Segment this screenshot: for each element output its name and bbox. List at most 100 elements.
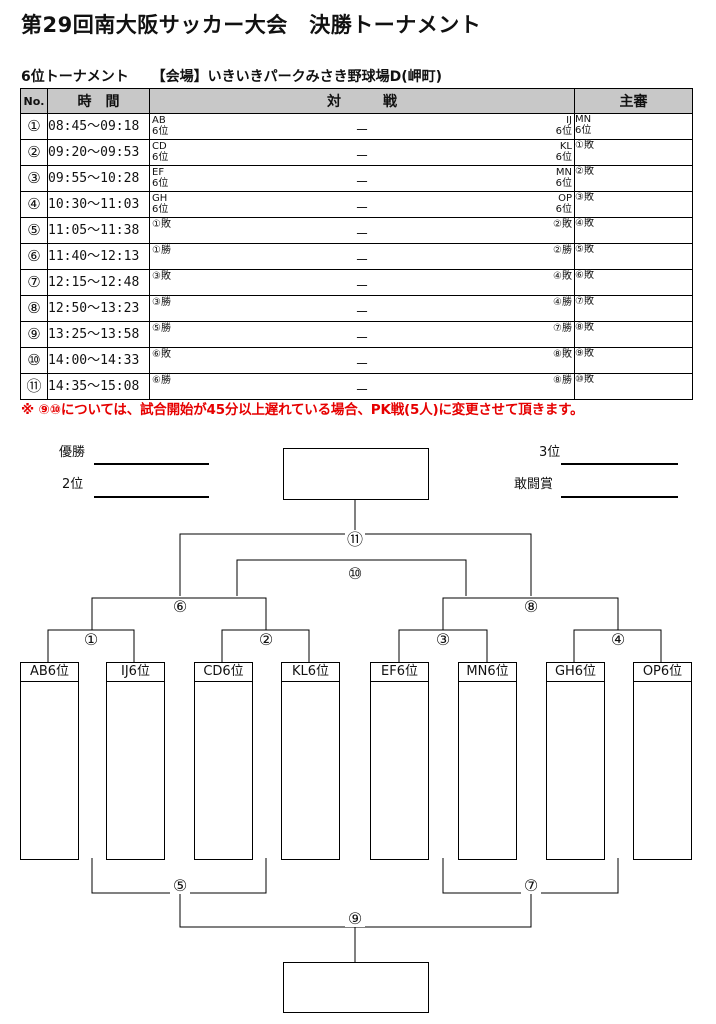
team-box-mn: MN6位 — [458, 662, 517, 860]
referee-team: ③敗 — [575, 192, 594, 203]
home-team-rank: 6位 — [152, 178, 169, 189]
match-7-label: ⑦ — [521, 878, 541, 894]
third-line — [561, 463, 678, 465]
home-team: ③勝 — [152, 297, 171, 308]
referee-team: ⑦敗 — [575, 296, 594, 307]
referee-cell: ⑨敗 — [574, 347, 693, 374]
versus-dash: － — [355, 149, 369, 165]
match-cell: ①勝－②勝 — [149, 243, 575, 270]
home-team: GH — [152, 193, 168, 204]
team-name: GH6位 — [547, 663, 604, 682]
team-box-ab: AB6位 — [20, 662, 79, 860]
versus-dash: － — [355, 253, 369, 269]
match-number: ② — [20, 139, 48, 166]
referee-team: ①敗 — [575, 140, 594, 151]
team-name: CD6位 — [195, 663, 252, 682]
away-team: OP — [558, 193, 572, 204]
referee-team: ②敗 — [575, 166, 594, 177]
team-box-cd: CD6位 — [194, 662, 253, 860]
schedule-header-row: No. 時 間 対 戦 主審 — [20, 88, 693, 114]
versus-dash: － — [355, 201, 369, 217]
fighting-spirit-label: 敢闘賞 — [514, 477, 554, 492]
third-label: 3位 — [539, 445, 561, 460]
team-name: KL6位 — [282, 663, 339, 682]
winner-line — [94, 463, 209, 465]
team-name: OP6位 — [634, 663, 691, 682]
match-time: 13:25～13:58 — [47, 321, 150, 348]
away-team-rank: 6位 — [555, 204, 572, 215]
header-time: 時 間 — [47, 88, 150, 114]
home-team: ③敗 — [152, 271, 171, 282]
away-team: ②勝 — [553, 245, 572, 256]
match-number: ⑪ — [20, 373, 48, 400]
match-time: 08:45～09:18 — [47, 113, 150, 140]
versus-dash: － — [355, 227, 369, 243]
second-label: 2位 — [62, 477, 84, 492]
match-cell: ⑤勝－⑦勝 — [149, 321, 575, 348]
notice-text: ※ ⑨⑩については、試合開始が45分以上遅れている場合、PK戦(5人)に変更させ… — [21, 402, 584, 418]
versus-dash: － — [355, 331, 369, 347]
header-referee: 主審 — [574, 88, 693, 114]
referee-cell: ⑧敗 — [574, 321, 693, 348]
match-number: ③ — [20, 165, 48, 192]
match-9-label: ⑨ — [345, 911, 365, 927]
away-team: KL — [559, 141, 572, 152]
referee-team: ⑨敗 — [575, 348, 594, 359]
home-team: ⑥勝 — [152, 375, 171, 386]
match-3-label: ③ — [433, 632, 453, 648]
referee-team: ⑩敗 — [575, 374, 594, 385]
home-team: ⑥敗 — [152, 349, 171, 360]
away-team: MN — [555, 167, 572, 178]
match-4-label: ④ — [608, 632, 628, 648]
away-team-rank: 6位 — [555, 152, 572, 163]
match-5-label: ⑤ — [170, 878, 190, 894]
match-time: 11:05～11:38 — [47, 217, 150, 244]
team-box-ef: EF6位 — [370, 662, 429, 860]
match-time: 10:30～11:03 — [47, 191, 150, 218]
referee-team-rank: 6位 — [575, 125, 592, 136]
referee-team: MN — [575, 114, 592, 125]
referee-cell: ⑤敗 — [574, 243, 693, 270]
match-number: ⑧ — [20, 295, 48, 322]
home-team: ①敗 — [152, 219, 171, 230]
versus-dash: － — [355, 305, 369, 321]
match-number: ⑥ — [20, 243, 48, 270]
home-team: ⑤勝 — [152, 323, 171, 334]
home-team: EF — [152, 167, 165, 178]
final-bottom-box — [283, 962, 429, 1013]
tournament-name: 6位トーナメント — [21, 69, 129, 85]
match-2-label: ② — [256, 632, 276, 648]
final-top-box — [283, 448, 429, 500]
home-team-rank: 6位 — [152, 152, 169, 163]
fighting-spirit-line — [561, 496, 678, 498]
tournament-subtitle: 6位トーナメント 【会場】いきいきパークみさき野球場D(岬町) — [21, 66, 460, 86]
versus-dash: － — [355, 175, 369, 191]
away-team: ⑧敗 — [553, 349, 572, 360]
away-team-rank: 6位 — [555, 178, 572, 189]
away-team: ②敗 — [553, 219, 572, 230]
team-name: EF6位 — [371, 663, 428, 682]
away-team: ④勝 — [553, 297, 572, 308]
home-team: AB — [152, 115, 166, 126]
team-box-op: OP6位 — [633, 662, 692, 860]
header-match: 対 戦 — [149, 88, 575, 114]
team-box-ij: IJ6位 — [106, 662, 165, 860]
page-title: 第29回南大阪サッカー大会 決勝トーナメント — [21, 13, 482, 37]
versus-dash: － — [355, 357, 369, 373]
match-cell: ⑥勝－⑧勝 — [149, 373, 575, 400]
venue: 【会場】いきいきパークみさき野球場D(岬町) — [151, 69, 443, 85]
match-number: ① — [20, 113, 48, 140]
match-time: 09:20～09:53 — [47, 139, 150, 166]
second-line — [94, 496, 209, 498]
match-11-label: ⑪ — [345, 530, 365, 549]
